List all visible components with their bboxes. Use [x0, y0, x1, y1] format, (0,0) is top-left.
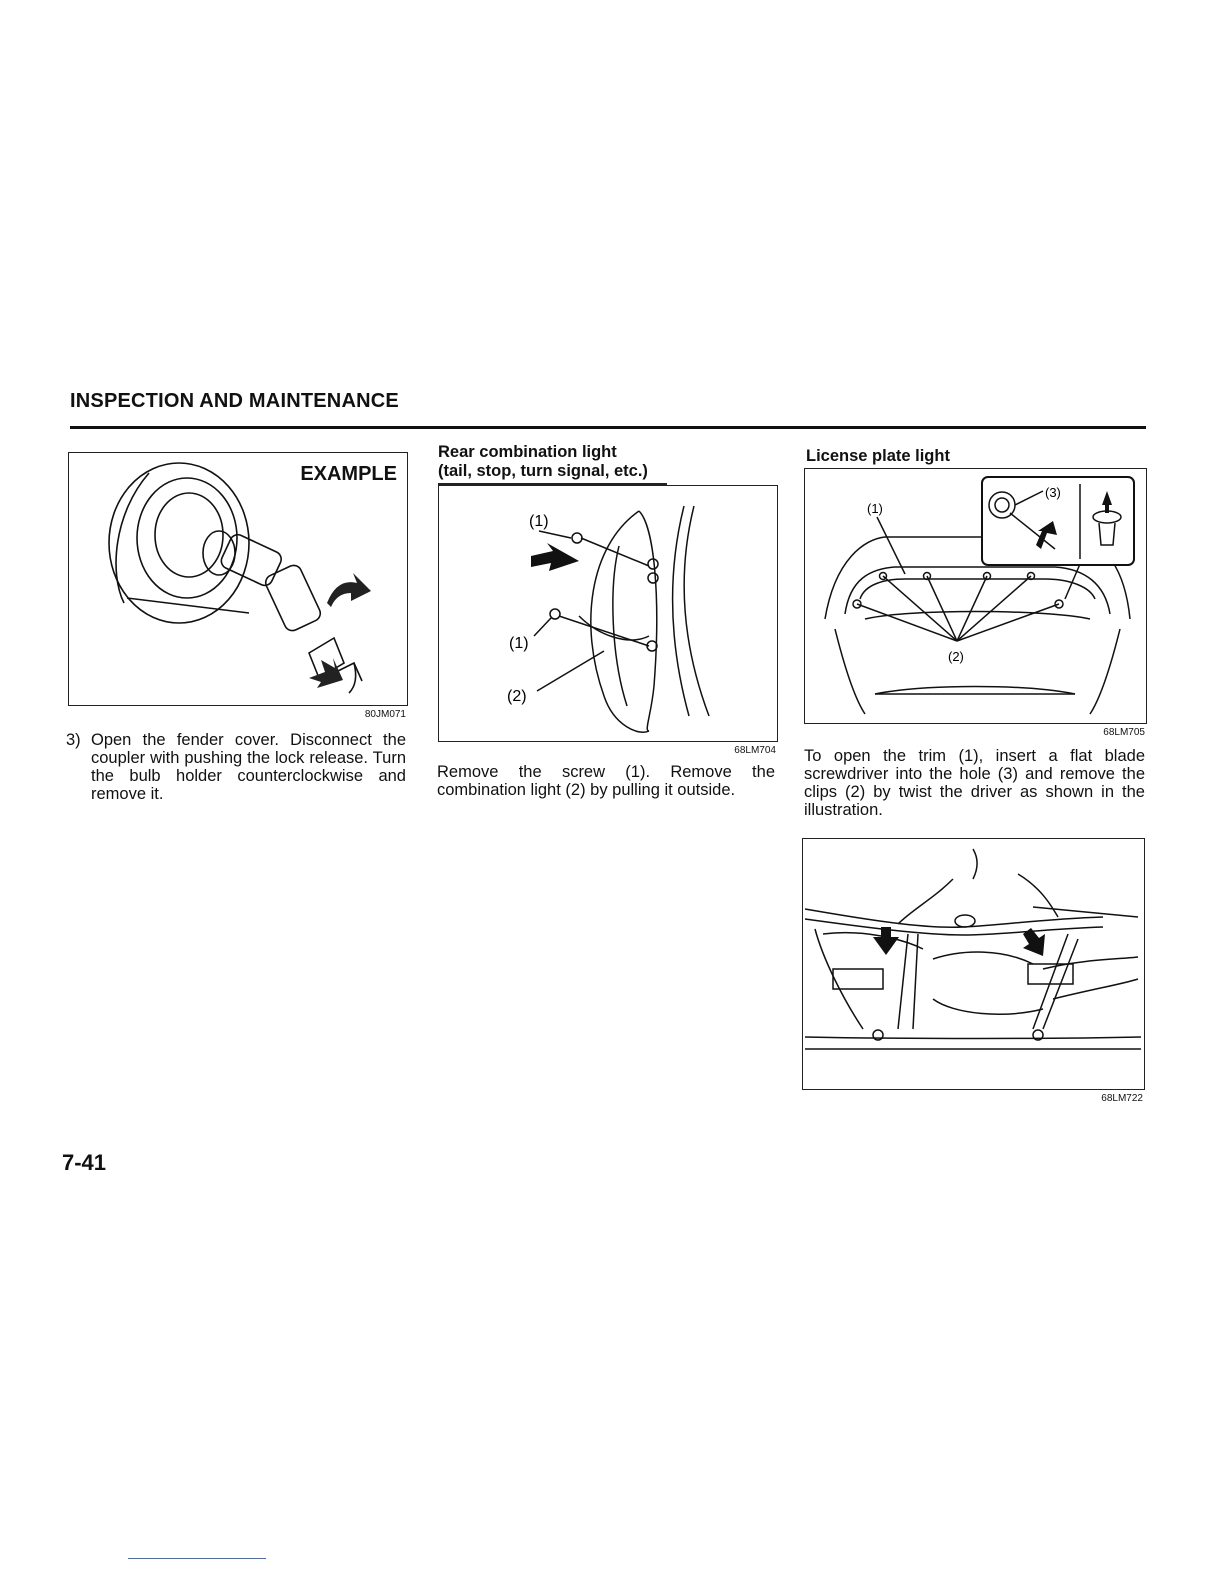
bulb-holder-illustration	[108, 462, 371, 694]
figure-license-plate-light: (1) (2) (3)	[804, 468, 1147, 724]
figure-rear-combination-light: (1) (1) (2)	[438, 485, 778, 742]
trim-clips-illustration	[804, 848, 1142, 1050]
figure-trim-clips	[802, 838, 1145, 1090]
callout-1-bottom: (1)	[509, 635, 529, 652]
section-title-rear-light: Rear combination light	[438, 443, 617, 461]
footer-link-underline[interactable]	[128, 1558, 266, 1559]
title-underline	[438, 483, 667, 485]
section-subtitle-rear-light: (tail, stop, turn signal, etc.)	[438, 462, 648, 480]
figure-code: 68LM722	[1101, 1093, 1143, 1104]
example-label: EXAMPLE	[300, 463, 397, 485]
license-light-text: To open the trim (1), insert a flat blad…	[804, 747, 1145, 819]
section-title-license-light: License plate light	[806, 447, 950, 465]
section-header: INSPECTION AND MAINTENANCE	[70, 390, 399, 412]
header-rule	[70, 426, 1146, 429]
figure-code: 68LM705	[1103, 727, 1145, 738]
page-number: 7-41	[62, 1150, 107, 1175]
step-number: 3)	[66, 731, 81, 749]
figure-code: 68LM704	[734, 745, 776, 756]
figure-code: 80JM071	[364, 709, 406, 720]
license-light-illustration: (1) (2) (3)	[824, 476, 1135, 715]
callout-3: (3)	[1045, 485, 1061, 500]
callout-1: (1)	[867, 501, 883, 516]
step-text: Open the fender cover. Disconnect the co…	[91, 731, 406, 803]
figure-bulb-holder: EXAMPLE	[68, 452, 408, 706]
callout-1-top: (1)	[529, 513, 549, 530]
rear-light-text: Remove the screw (1). Remove the combina…	[437, 763, 775, 799]
callout-2: (2)	[507, 688, 527, 705]
callout-2: (2)	[948, 649, 964, 664]
rear-light-illustration: (1) (1) (2)	[507, 505, 710, 733]
